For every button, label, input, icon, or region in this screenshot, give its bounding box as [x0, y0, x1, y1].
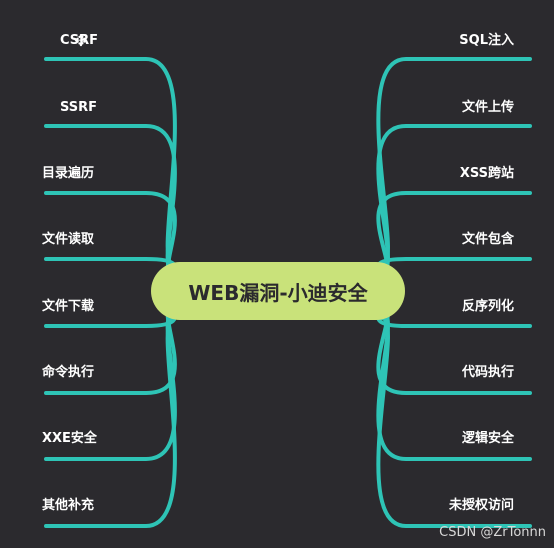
branch-right-4[interactable]: 文件包含 — [461, 232, 514, 247]
branch-right-2[interactable]: 文件上传 — [461, 100, 514, 115]
connector-left-8 — [44, 316, 177, 528]
connector-right-8 — [376, 316, 532, 528]
connector-right-2 — [376, 124, 532, 273]
branch-right-5[interactable]: 反序列化 — [461, 299, 514, 314]
branch-right-6[interactable]: 代码执行 — [461, 365, 514, 380]
branch-left-2[interactable]: SSRF — [60, 100, 98, 115]
branch-right-3[interactable]: XSS跨站 — [459, 166, 514, 181]
center-topic[interactable]: WEB漏洞-小迪安全 — [151, 262, 405, 320]
branch-left-6[interactable]: 命令执行 — [42, 365, 95, 380]
branch-left-8[interactable]: 其他补充 — [42, 498, 95, 513]
branch-right-7[interactable]: 逻辑安全 — [461, 431, 514, 446]
branch-left-7[interactable]: XXE安全 — [42, 431, 97, 446]
branch-left-3[interactable]: 目录遍历 — [42, 166, 95, 181]
branch-right-1[interactable]: SQL注入 — [459, 33, 514, 48]
move-cursor-icon: ✥ — [74, 31, 88, 50]
branch-left-1[interactable]: CSRF — [60, 33, 99, 48]
watermark: CSDN @ZrTonnn — [439, 525, 546, 540]
connector-right-7 — [376, 310, 532, 461]
connector-left-2 — [44, 124, 177, 273]
connector-left-7 — [44, 310, 177, 461]
branch-left-4[interactable]: 文件读取 — [42, 232, 95, 247]
center-topic-label: WEB漏洞-小迪安全 — [188, 280, 368, 305]
branch-right-8[interactable]: 未授权访问 — [448, 498, 514, 513]
branch-left-5[interactable]: 文件下载 — [42, 299, 95, 314]
